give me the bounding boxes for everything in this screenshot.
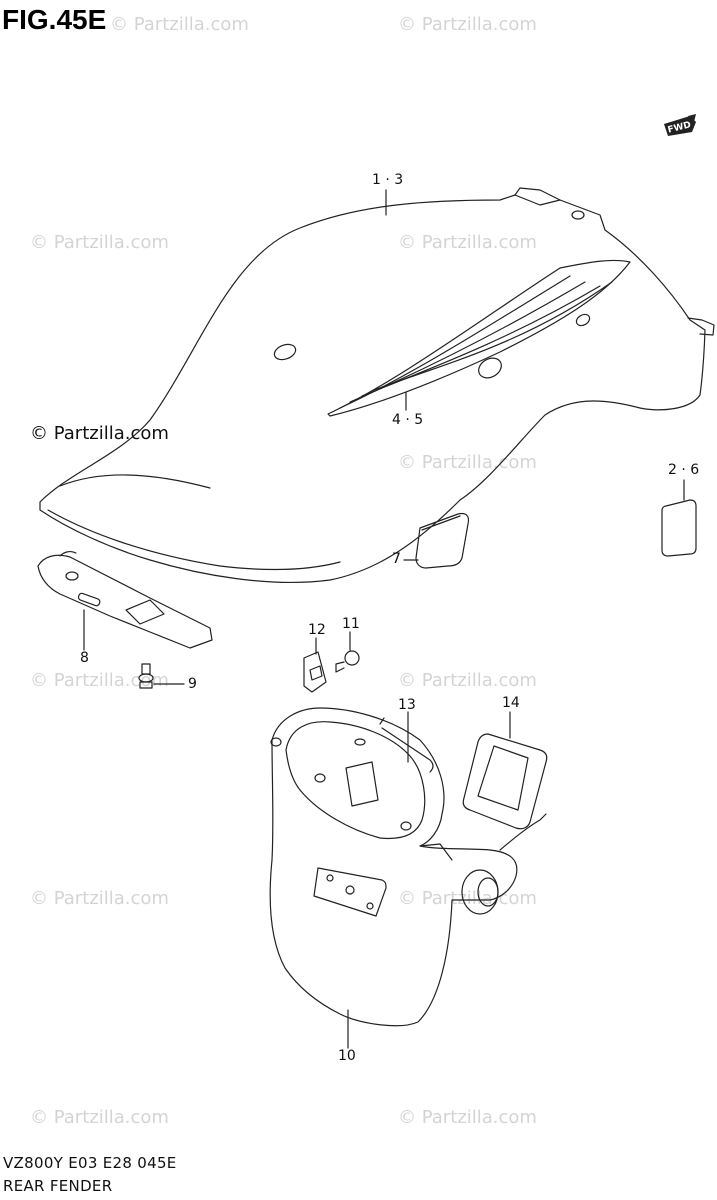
callout-8: 8 [80, 650, 89, 666]
diagram-code: VZ800Y E03 E28 045E [3, 1154, 177, 1172]
forward-arrow-icon: FWD [662, 114, 698, 138]
fender-top-bracket [514, 187, 561, 201]
screw-part-11 [344, 650, 360, 666]
callout-7: 7 [392, 551, 401, 567]
watermark: © Partzilla.com [398, 670, 537, 691]
clip-part-12 [303, 651, 327, 693]
watermark: © Partzilla.com [398, 888, 537, 909]
lamp-cover-part-14 [462, 733, 548, 830]
diagram-name: REAR FENDER [3, 1177, 113, 1195]
watermark: © Partzilla.com [398, 14, 537, 35]
fender-hole [575, 313, 591, 327]
rod-part-13 [381, 727, 434, 773]
callout-14: 14 [502, 695, 520, 711]
rail-strip-outer [327, 259, 631, 417]
callout-10: 10 [338, 1048, 356, 1064]
wire-lead [499, 813, 547, 851]
callout-1-3: 1 · 3 [372, 172, 404, 188]
bracket-part-8 [37, 554, 213, 649]
inner-fender-part-10 [269, 707, 518, 1027]
watermark: © Partzilla.com [398, 1107, 537, 1128]
callout-9: 9 [188, 676, 197, 692]
rear-fender-outline [39, 194, 706, 584]
callout-13: 13 [398, 697, 416, 713]
rail-strip-line [373, 281, 613, 391]
callout-2-6: 2 · 6 [668, 462, 700, 478]
fender-front-crease [59, 474, 211, 489]
watermark: © Partzilla.com [30, 670, 169, 691]
rail-strip-line [349, 281, 586, 403]
pad-part-7 [415, 512, 470, 569]
watermark: © Partzilla.com [398, 452, 537, 473]
watermark: © Partzilla.com [398, 232, 537, 253]
rail-strip-line [339, 275, 571, 409]
bolt-part-9 [141, 663, 151, 675]
fender-hole [478, 357, 502, 379]
watermark-dark: © Partzilla.com [30, 423, 169, 444]
license-plate-mount [313, 867, 387, 917]
callout-4-5: 4 · 5 [392, 412, 424, 428]
callout-12: 12 [308, 622, 326, 638]
rail-strip-line [361, 285, 601, 397]
fender-rear-tab [687, 317, 715, 336]
watermark: © Partzilla.com [110, 14, 249, 35]
watermark: © Partzilla.com [30, 232, 169, 253]
fender-inner-edge [47, 509, 341, 571]
callout-11: 11 [342, 616, 360, 632]
figure-title: FIG.45E [2, 4, 107, 35]
watermark: © Partzilla.com [30, 1107, 169, 1128]
fender-hole [273, 343, 297, 361]
watermark: © Partzilla.com [30, 888, 169, 909]
reflector-part-2-6 [661, 499, 697, 557]
